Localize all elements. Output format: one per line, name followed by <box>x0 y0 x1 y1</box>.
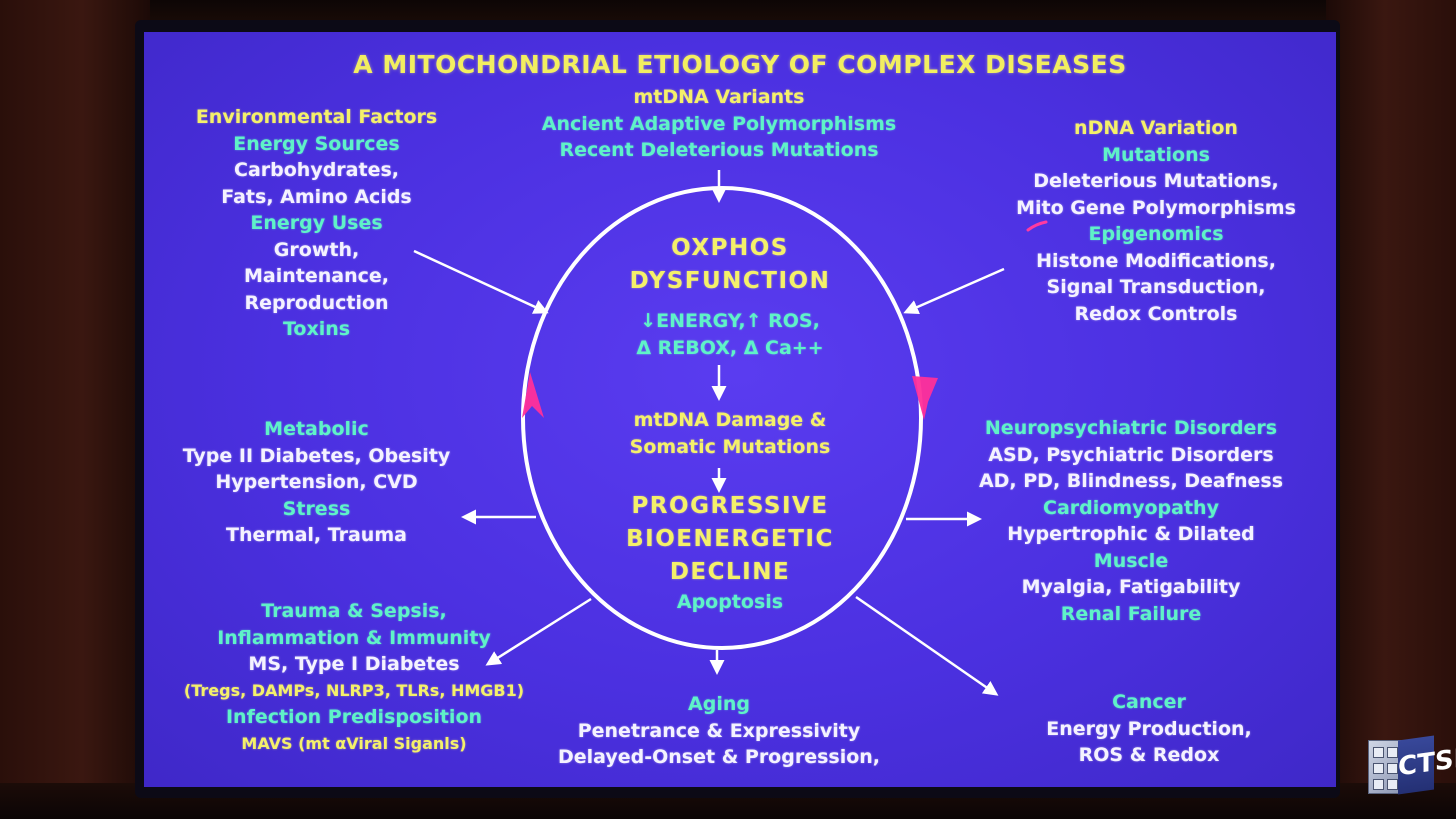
damage-line: Somatic Mutations <box>629 435 831 458</box>
aging-heading: Aging <box>688 693 750 715</box>
decline-heading: PROGRESSIVE <box>631 493 829 519</box>
energy-line: ↓ENERGY,↑ ROS, <box>640 310 820 332</box>
block-progressive-decline: PROGRESSIVE BIOENERGETIC DECLINE Apoptos… <box>570 490 890 616</box>
neuro-heading: Neuropsychiatric Disorders <box>984 417 1278 439</box>
energy-line: Δ REBOX, Δ Ca++ <box>636 336 824 359</box>
ndna-line: Signal Transduction, <box>1046 276 1266 298</box>
block-ndna-variation: nDNA Variation Mutations Deleterious Mut… <box>994 115 1318 327</box>
environmental-line: Energy Uses <box>250 212 383 234</box>
block-aging: Aging Penetrance & Expressivity Delayed-… <box>529 691 909 771</box>
environmental-line: Carbohydrates, <box>234 159 399 181</box>
cycle-arrowhead-right <box>912 376 938 420</box>
trauma-line: Infection Predisposition <box>225 706 483 728</box>
block-cancer: Cancer Energy Production, ROS & Redox <box>1009 689 1289 769</box>
neuro-line: Renal Failure <box>1060 602 1202 625</box>
oxphos-heading: OXPHOS <box>671 235 789 261</box>
mtdna-heading: mtDNA Variants <box>633 86 805 108</box>
logo-cube-icon <box>1368 740 1402 794</box>
block-oxphos-dysfunction: OXPHOS DYSFUNCTION <box>570 232 890 298</box>
environmental-line: Fats, Amino Acids <box>221 185 412 208</box>
mtdna-line: Ancient Adaptive Polymorphisms <box>541 112 897 135</box>
metabolic-line: Stress <box>282 497 351 520</box>
ndna-line: Mutations <box>1102 143 1210 166</box>
arrow-center-to-cancer <box>855 595 999 696</box>
ndna-line: Histone Modifications, <box>1036 249 1276 272</box>
environmental-line: Maintenance, <box>244 265 389 287</box>
room-wall-right <box>1326 0 1456 819</box>
presentation-slide: A MITOCHONDRIAL ETIOLOGY OF COMPLEX DISE… <box>144 32 1336 787</box>
metabolic-line: Hypertension, CVD <box>215 471 418 493</box>
decline-heading: DECLINE <box>669 559 791 585</box>
apoptosis-label: Apoptosis <box>676 591 784 613</box>
trauma-line: Inflammation & Immunity <box>217 626 491 649</box>
block-trauma-sepsis: Trauma & Sepsis, Inflammation & Immunity… <box>164 598 544 757</box>
slide-title: A MITOCHONDRIAL ETIOLOGY OF COMPLEX DISE… <box>353 50 1127 79</box>
ndna-line: Epigenomics <box>1088 223 1224 245</box>
cycle-arrowhead-left <box>522 372 544 418</box>
trauma-line: MAVS (mt αViral Siganls) <box>241 733 467 753</box>
ctsi-logo: CTSI <box>1368 735 1456 795</box>
trauma-line: (Tregs, DAMPs, NLRP3, TLRs, HMGB1) <box>183 680 525 700</box>
cancer-line: Energy Production, <box>1046 717 1252 740</box>
block-neuropsychiatric: Neuropsychiatric Disorders ASD, Psychiat… <box>966 415 1296 627</box>
aging-line: Penetrance & Expressivity <box>577 719 861 742</box>
metabolic-heading: Metabolic <box>264 418 369 440</box>
block-energy-ros: ↓ENERGY,↑ ROS, Δ REBOX, Δ Ca++ <box>570 308 890 361</box>
block-environmental-factors: Environmental Factors Energy Sources Car… <box>164 104 469 343</box>
arrow-center-to-trauma <box>485 597 592 666</box>
neuro-line: Cardiomyopathy <box>1043 496 1219 519</box>
ndna-line: Redox Controls <box>1074 302 1238 325</box>
block-metabolic: Metabolic Type II Diabetes, Obesity Hype… <box>164 416 469 549</box>
neuro-line: Muscle <box>1093 549 1169 572</box>
ndna-heading: nDNA Variation <box>1074 117 1238 139</box>
environmental-line: Energy Sources <box>233 132 400 155</box>
trauma-line: Trauma & Sepsis, <box>261 600 447 622</box>
metabolic-line: Type II Diabetes, Obesity <box>182 444 451 467</box>
pen-mark <box>1026 220 1048 232</box>
room-wall-left <box>0 0 150 819</box>
environmental-line: Reproduction <box>244 291 389 314</box>
neuro-line: Myalgia, Fatigability <box>1021 576 1241 598</box>
environmental-heading: Environmental Factors <box>195 106 438 128</box>
aging-line: Delayed-Onset & Progression, <box>557 746 881 768</box>
neuro-line: ASD, Psychiatric Disorders <box>988 443 1274 466</box>
mtdna-line: Recent Deleterious Mutations <box>559 139 879 161</box>
arrow-environment-to-center <box>413 249 549 314</box>
cancer-heading: Cancer <box>1112 691 1186 713</box>
ndna-line: Deleterious Mutations, <box>1033 170 1279 192</box>
environmental-line: Growth, <box>273 238 360 261</box>
oxphos-heading: DYSFUNCTION <box>629 268 831 294</box>
decline-heading: BIOENERGETIC <box>626 526 834 552</box>
neuro-line: AD, PD, Blindness, Deafness <box>978 470 1284 492</box>
damage-line: mtDNA Damage & <box>633 409 827 431</box>
block-mtdna-variants: mtDNA Variants Ancient Adaptive Polymorp… <box>504 84 934 164</box>
diagram-connectors <box>413 170 1048 696</box>
trauma-line: MS, Type I Diabetes <box>248 653 460 675</box>
block-mtdna-damage: mtDNA Damage & Somatic Mutations <box>570 407 890 460</box>
neuro-line: Hypertrophic & Dilated <box>1007 523 1255 545</box>
logo-text: CTSI <box>1398 735 1456 795</box>
ndna-line: Mito Gene Polymorphisms <box>1016 196 1296 219</box>
environmental-line: Toxins <box>282 318 351 340</box>
cancer-line: ROS & Redox <box>1078 744 1220 766</box>
arrow-ndna-to-center <box>903 267 1005 315</box>
metabolic-line: Thermal, Trauma <box>226 524 407 546</box>
